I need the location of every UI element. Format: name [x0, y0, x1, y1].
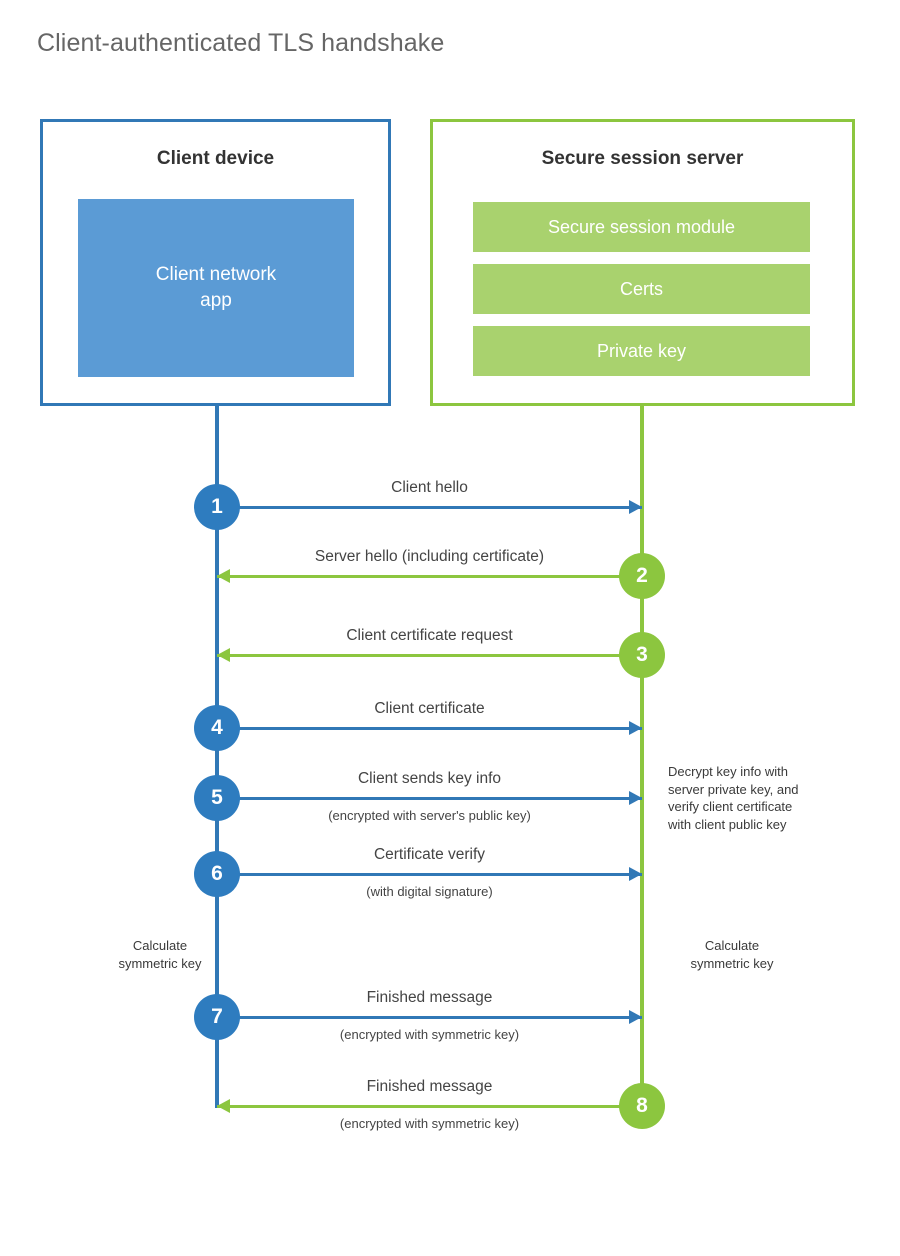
step-number-3[interactable]: 3 [619, 632, 665, 678]
step-number-label: 5 [211, 786, 223, 809]
step-number-4[interactable]: 4 [194, 705, 240, 751]
step-label-8: Finished message [366, 1078, 493, 1095]
secure-session-server-title: Secure session server [541, 148, 744, 169]
arrow-line-step-3 [217, 654, 642, 657]
step-label-6: Certificate verify [373, 846, 486, 863]
step-sublabel-7: (encrypted with symmetric key) [339, 1027, 520, 1042]
arrow-line-step-2 [217, 575, 642, 578]
client-device-title: Client device [156, 148, 275, 169]
arrow-line-step-6 [217, 873, 642, 876]
arrow-head-step-3 [217, 648, 230, 662]
step-sublabel-8: (encrypted with symmetric key) [339, 1116, 520, 1131]
step-number-label: 4 [211, 716, 223, 739]
server-decrypt-note: Decrypt key info with server private key… [668, 764, 799, 832]
step-number-8[interactable]: 8 [619, 1083, 665, 1129]
arrow-line-step-4 [217, 727, 642, 730]
step-label-1: Client hello [391, 479, 468, 496]
page-title: Client-authenticated TLS handshake [37, 29, 445, 57]
client-lifeline [215, 406, 219, 1108]
step-label-2: Server hello (including certificate) [314, 548, 545, 565]
arrow-line-step-5 [217, 797, 642, 800]
step-number-label: 6 [211, 862, 223, 885]
step-label-3: Client certificate request [346, 627, 513, 644]
server-component-private-key: Private key [473, 326, 810, 376]
arrow-line-step-8 [217, 1105, 642, 1108]
step-sublabel-5: (encrypted with server's public key) [328, 808, 531, 823]
step-label-7: Finished message [366, 989, 493, 1006]
arrow-head-step-8 [217, 1099, 230, 1113]
step-label-5: Client sends key info [357, 770, 502, 787]
step-number-label: 3 [636, 643, 648, 666]
step-sublabel-6: (with digital signature) [366, 884, 493, 899]
client-device-panel: Client device Client network app [40, 119, 391, 406]
server-calculate-symmetric-key-note: Calculate symmetric key [690, 938, 774, 971]
server-component-secure-session-module: Secure session module [473, 202, 810, 252]
secure-session-server-panel: Secure session server Secure session mod… [430, 119, 855, 406]
arrow-line-step-1 [217, 506, 642, 509]
client-calculate-symmetric-key-note: Calculate symmetric key [118, 938, 202, 971]
step-number-2[interactable]: 2 [619, 553, 665, 599]
arrow-head-step-6 [629, 867, 642, 881]
step-label-4: Client certificate [374, 700, 485, 717]
arrow-head-step-5 [629, 791, 642, 805]
step-number-6[interactable]: 6 [194, 851, 240, 897]
step-number-label: 1 [211, 495, 223, 518]
step-number-label: 2 [636, 564, 648, 587]
arrow-line-step-7 [217, 1016, 642, 1019]
arrow-head-step-1 [629, 500, 642, 514]
client-network-app-box: Client network app [78, 199, 354, 377]
server-component-certs: Certs [473, 264, 810, 314]
step-number-5[interactable]: 5 [194, 775, 240, 821]
step-number-label: 7 [211, 1005, 223, 1028]
step-number-7[interactable]: 7 [194, 994, 240, 1040]
step-number-label: 8 [636, 1094, 648, 1117]
arrow-head-step-7 [629, 1010, 642, 1024]
arrow-head-step-2 [217, 569, 230, 583]
server-lifeline [640, 406, 644, 1108]
step-number-1[interactable]: 1 [194, 484, 240, 530]
arrow-head-step-4 [629, 721, 642, 735]
